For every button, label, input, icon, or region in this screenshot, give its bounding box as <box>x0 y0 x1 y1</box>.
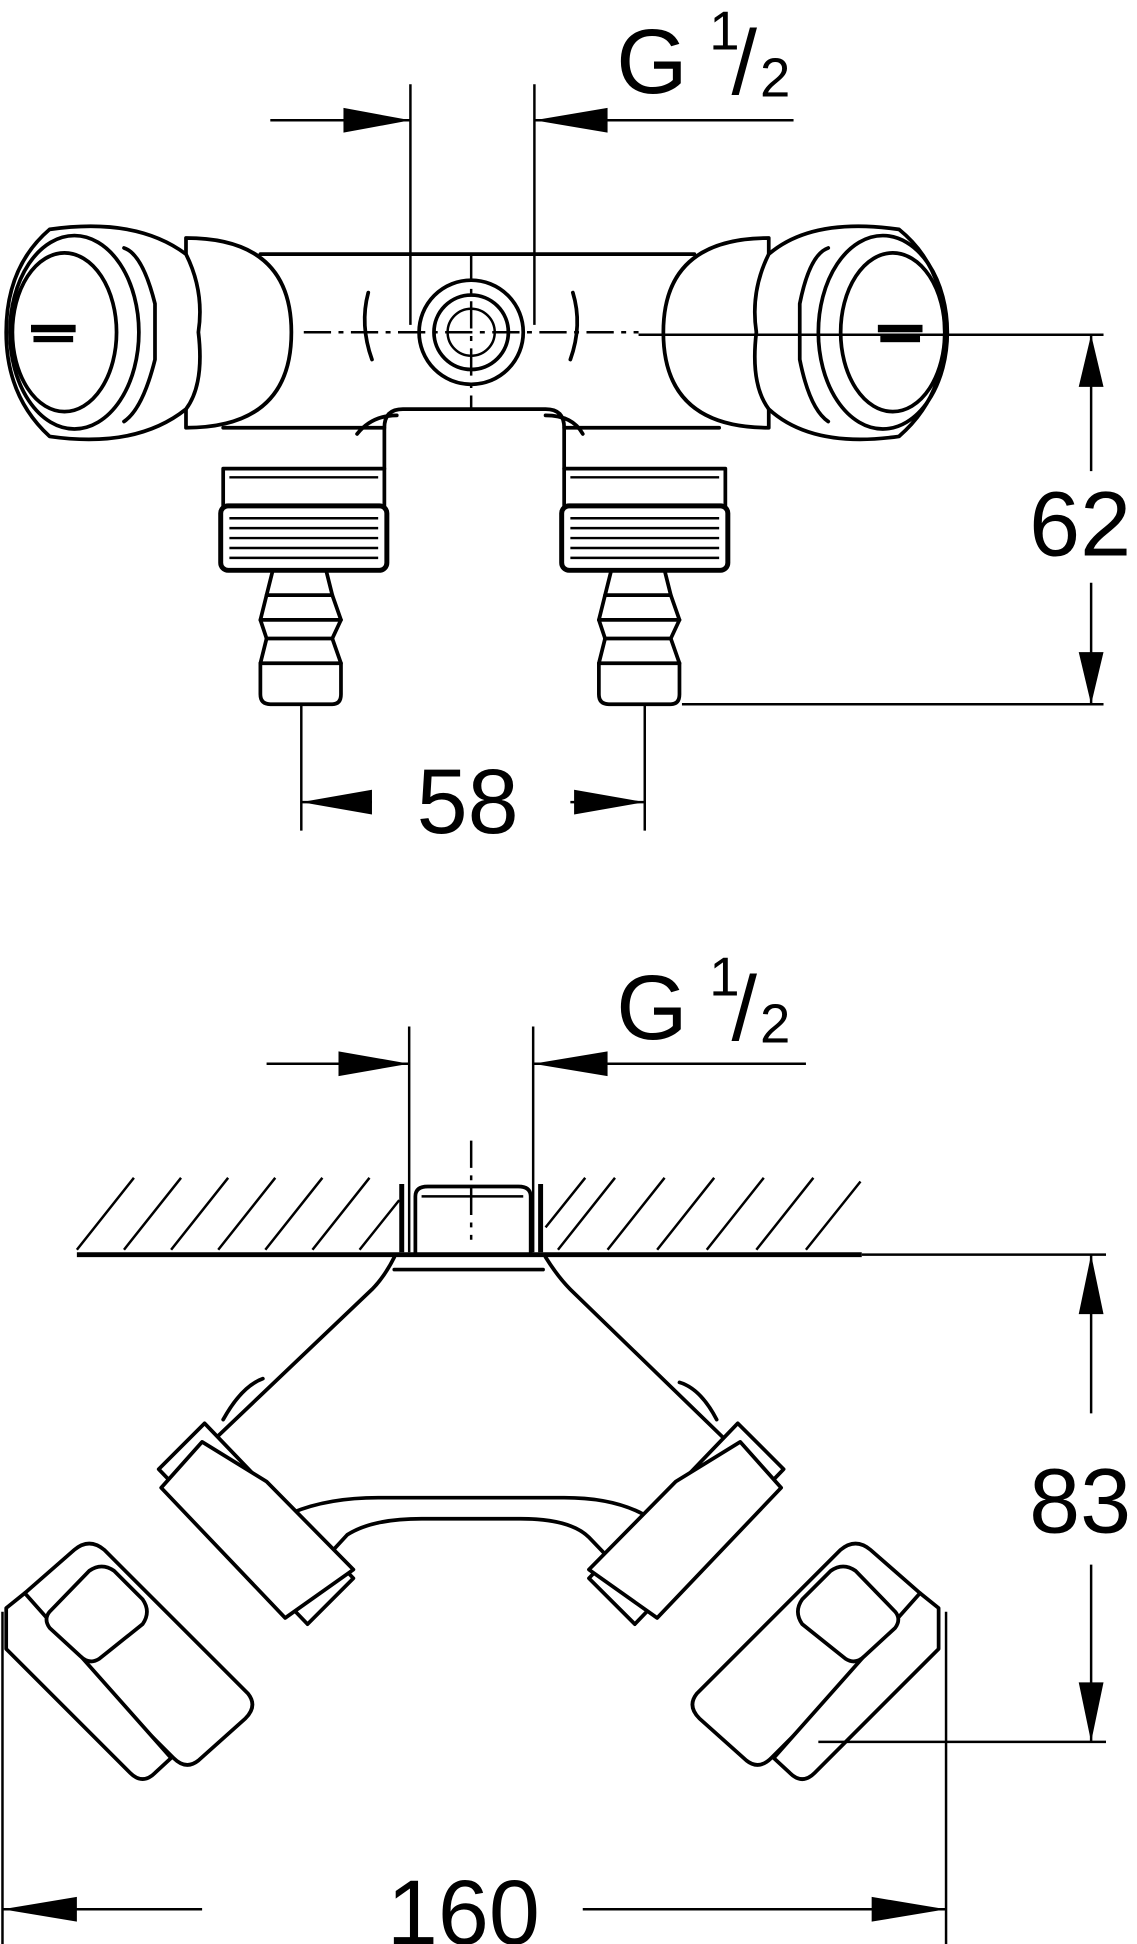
left-swivel-joint <box>4 1421 356 1781</box>
left-hose-connector <box>218 466 390 707</box>
thread-size-slash: / <box>732 958 758 1060</box>
thread-size-numerator: 1 <box>709 947 739 1008</box>
dimension-height-62: 62 <box>1029 473 1131 575</box>
thread-size-denominator: 2 <box>760 48 790 109</box>
front-view: G 1 / 2 <box>4 1 1131 853</box>
thread-size-slash: / <box>732 12 758 114</box>
arrow-icon <box>338 1051 410 1077</box>
arrow-icon <box>1078 1682 1104 1742</box>
brand-logo-icon <box>30 324 76 333</box>
right-hose-connector <box>559 466 731 707</box>
arrow-icon <box>1078 334 1104 387</box>
thread-size-numerator: 1 <box>709 1 739 62</box>
left-valve-cap <box>4 224 294 442</box>
arrow-icon <box>2 1896 77 1922</box>
arrow-icon <box>301 789 372 815</box>
thread-size-denominator: 2 <box>760 994 790 1055</box>
top-view: G 1 / 2 <box>1 947 1131 1944</box>
right-swivel-joint <box>587 1421 941 1781</box>
thread-size-prefix: G <box>616 957 687 1059</box>
dimension-width-160: 160 <box>387 1862 540 1944</box>
arrow-icon <box>534 107 608 133</box>
arrow-icon <box>533 1051 608 1077</box>
arrow-icon <box>574 789 645 815</box>
dimension-spacing-58: 58 <box>417 751 519 853</box>
right-valve-cap <box>661 224 950 442</box>
brand-logo-icon <box>877 324 923 333</box>
thread-size-prefix: G <box>616 11 687 113</box>
arrow-icon <box>871 1896 947 1922</box>
arrow-icon <box>1078 652 1104 705</box>
dimension-depth-83: 83 <box>1029 1450 1131 1552</box>
wall-hatching <box>75 1177 862 1258</box>
arrow-icon <box>1078 1254 1104 1315</box>
arrow-icon <box>343 107 411 133</box>
